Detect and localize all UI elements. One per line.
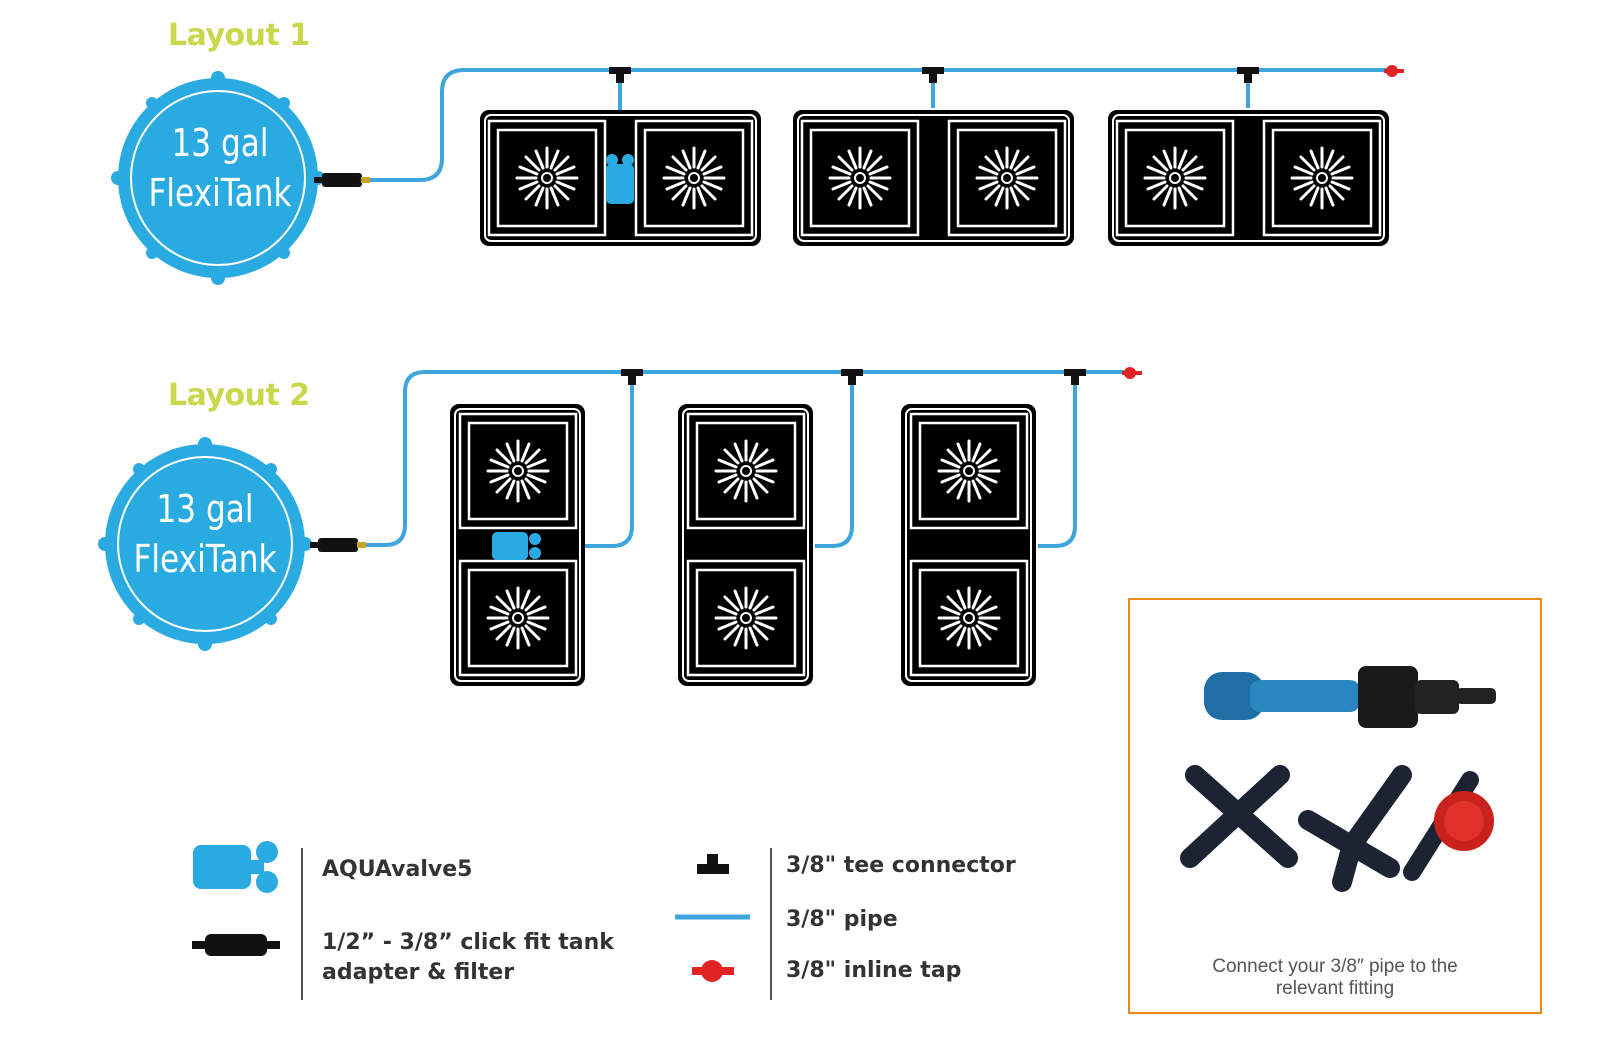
- legend-aquavalve-icon: [193, 841, 278, 893]
- legend-divider-right: [770, 848, 772, 1000]
- layout1-tank-label: 13 gal FlexiTank: [138, 118, 302, 218]
- layout2-tee-connector: [1064, 369, 1086, 385]
- fittings-panel: Connect your 3/8″ pipe to the relevant f…: [1128, 598, 1542, 1014]
- fittings-illustration: [1180, 666, 1496, 892]
- layout2-aquavalve: [492, 532, 541, 560]
- tank-name: FlexiTank: [148, 171, 292, 215]
- layout2-drop-2: [815, 376, 854, 548]
- legend-tap-label: 3/8" inline tap: [786, 958, 962, 983]
- click-fit-adapter-image: [1204, 666, 1496, 728]
- layout1-inline-tap: [1384, 65, 1404, 77]
- layout2-tank-label: 13 gal FlexiTank: [123, 484, 287, 584]
- layout2-tee-connector: [841, 369, 863, 385]
- layout2-pipe: [362, 370, 1135, 547]
- layout1-tee-connector: [609, 67, 631, 83]
- layout1-module-3: [1108, 110, 1389, 246]
- layout2-drop-1: [545, 376, 634, 548]
- layout1-pipe: [370, 68, 1395, 182]
- tee-connector-image: [1298, 765, 1412, 892]
- layout2-drop-3: [1038, 376, 1077, 548]
- legend-adapter-label: 1/2” - 3/8” click fit tank adapter & fil…: [322, 928, 614, 988]
- layout2-group: [97, 367, 1142, 686]
- legend-tee-label: 3/8" tee connector: [786, 853, 1016, 878]
- legend-pipe-label: 3/8" pipe: [786, 907, 898, 932]
- layout2-title: Layout 2: [168, 378, 310, 413]
- fittings-caption: Connect your 3/8″ pipe to the relevant f…: [1150, 956, 1520, 1000]
- layout2-tee-connector: [621, 369, 643, 385]
- fittings-caption-line2: relevant fitting: [1275, 978, 1395, 999]
- tank-capacity: 13 gal: [156, 487, 254, 531]
- tank-capacity: 13 gal: [171, 121, 269, 165]
- legend-adapter-icon: [192, 934, 280, 956]
- layout2-adapter: [310, 538, 366, 552]
- layout2-module-3: [901, 404, 1036, 686]
- layout1-adapter: [314, 173, 370, 187]
- legend-adapter-line1: 1/2” - 3/8” click fit tank: [322, 930, 614, 955]
- layout1-group: [110, 65, 1404, 286]
- layout1-title: Layout 1: [168, 18, 310, 53]
- tank-name: FlexiTank: [133, 537, 277, 581]
- layout1-aquavalve: [606, 154, 634, 204]
- layout1-tee-connector: [1237, 67, 1259, 83]
- legend-aquavalve-label: AQUAvalve5: [322, 857, 473, 882]
- legend-tee-icon: [697, 854, 729, 874]
- fittings-caption-line1: Connect your 3/8″ pipe to the: [1212, 956, 1458, 977]
- inline-tap-image: [1403, 771, 1494, 881]
- layout2-inline-tap: [1122, 367, 1142, 379]
- layout2-module-2: [678, 404, 813, 686]
- legend-adapter-line2: adapter & filter: [322, 960, 515, 985]
- legend-divider-left: [301, 848, 303, 1000]
- layout1-tee-connector: [922, 67, 944, 83]
- cross-connector-image: [1180, 765, 1298, 868]
- layout1-module-2: [793, 110, 1074, 246]
- legend-tap-icon: [692, 960, 734, 982]
